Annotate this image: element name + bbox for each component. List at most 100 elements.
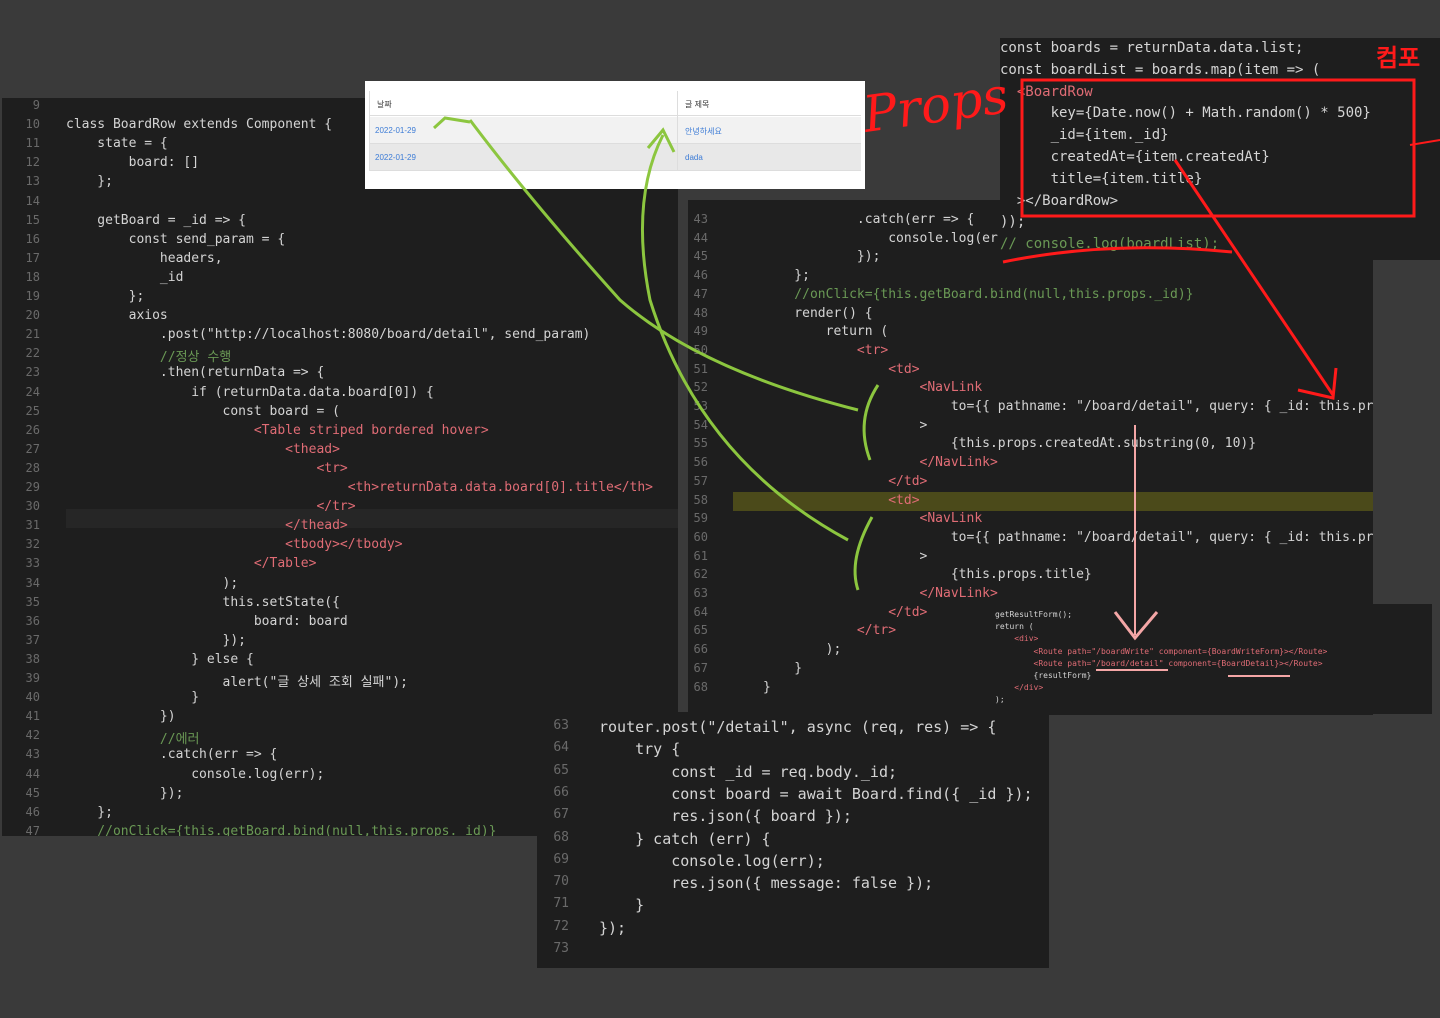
line-number: 29 — [25, 480, 40, 494]
table-row: 2022-01-29 dada — [369, 144, 861, 171]
line-number: 65 — [693, 623, 708, 638]
line-number: 63 — [693, 586, 708, 600]
line-number: 60 — [693, 529, 708, 544]
code-line: res.json({ message: false }); — [599, 874, 934, 893]
code-line: ); — [763, 642, 842, 658]
table-row-date-link[interactable]: 2022-01-29 — [375, 126, 416, 135]
green-brace-lower — [853, 516, 874, 591]
line-number: 58 — [693, 492, 708, 507]
code-line: <tbody></tbody> — [66, 537, 403, 553]
table-row: 2022-01-29 안녕하세요 — [369, 117, 861, 144]
code-line: axios — [66, 308, 168, 324]
code-line: key={Date.now() + Math.random() * 500} — [1000, 105, 1371, 122]
table-header-title: 글 제목 — [685, 100, 710, 109]
code-line: const boards = returnData.data.list; — [1000, 40, 1304, 56]
top-right-code-editor: const boards = returnData.data.list;cons… — [1000, 38, 1440, 260]
line-number: 63 — [553, 718, 569, 733]
code-line: </Table> — [66, 556, 317, 572]
code-line: const board = ( — [66, 403, 340, 419]
code-line: </div> — [995, 683, 1044, 693]
code-line: <Route path="/board/detail" component={B… — [995, 658, 1323, 668]
code-line: const board = await Board.find({ _id }); — [599, 784, 1033, 803]
line-number: 43 — [25, 747, 40, 762]
table-left-border — [369, 91, 370, 171]
line-number: 18 — [25, 269, 40, 284]
line-number: 73 — [553, 941, 569, 956]
code-line: class BoardRow extends Component { — [66, 117, 333, 133]
line-number: 54 — [693, 417, 708, 432]
code-line: router.post("/detail", async (req, res) … — [599, 718, 997, 736]
red-box-annotation — [1020, 78, 1416, 218]
line-number: 64 — [553, 740, 569, 756]
code-line: {this.props.createdAt.substring(0, 10)} — [763, 436, 1257, 452]
active-line-highlight — [66, 509, 678, 528]
line-number: 57 — [693, 473, 708, 488]
code-line: .post("http://localhost:8080/board/detai… — [66, 327, 591, 343]
line-number: 33 — [25, 556, 40, 571]
code-line: } — [763, 660, 803, 676]
code-line: headers, — [66, 250, 223, 266]
table-row-title-link[interactable]: 안녕하세요 — [685, 127, 722, 136]
code-line: .catch(err => { — [66, 747, 278, 763]
line-number: 64 — [693, 604, 708, 619]
code-line: return ( — [995, 622, 1034, 632]
code-line: <NavLink — [763, 380, 983, 396]
line-number: 27 — [25, 441, 40, 456]
line-number: 68 — [553, 829, 569, 845]
code-line: title={item.title} — [1000, 170, 1203, 187]
red-scribble-annotation — [1002, 246, 1233, 264]
line-number: 39 — [25, 671, 40, 685]
code-line: </NavLink> — [763, 586, 998, 601]
line-number: 67 — [553, 807, 569, 823]
line-number: 38 — [25, 651, 40, 666]
code-line: } catch (err) { — [599, 829, 771, 848]
korean-handwritten-label: 컴포 — [1376, 44, 1420, 72]
code-line: {resultForm} — [995, 671, 1092, 680]
code-line: .catch(err => { — [763, 212, 975, 227]
code-line: }); — [599, 918, 627, 937]
code-line: if (returnData.data.board[0]) { — [66, 384, 434, 400]
code-line: <td> — [763, 492, 920, 508]
table-row-title-link[interactable]: dada — [685, 153, 703, 162]
line-number: 51 — [693, 361, 708, 376]
code-line: //정상 수행 — [66, 350, 232, 366]
code-line: </td> — [763, 473, 928, 489]
table-row-date-link[interactable]: 2022-01-29 — [375, 153, 416, 162]
code-line: console.log(err); — [599, 851, 825, 870]
line-number: 70 — [553, 874, 569, 890]
green-brace-upper — [862, 384, 880, 461]
code-line: <NavLink — [763, 511, 983, 527]
code-line: //에러 — [66, 732, 200, 748]
red-arrow-annotation — [1173, 159, 1335, 396]
code-line: try { — [599, 740, 681, 759]
line-number: 66 — [693, 642, 708, 657]
code-line: <tr> — [763, 342, 889, 358]
code-line: alert("글 상세 조회 실패"); — [66, 675, 408, 690]
line-number: 49 — [693, 324, 708, 339]
line-number: 46 — [693, 268, 708, 283]
line-number: 16 — [25, 231, 40, 246]
line-number: 34 — [25, 575, 40, 590]
code-line: this.setState({ — [66, 594, 340, 610]
code-line: .then(returnData => { — [66, 365, 325, 381]
selected-line-highlight — [733, 492, 1373, 511]
line-number: 17 — [25, 250, 40, 265]
code-line: const send_param = { — [66, 231, 286, 247]
code-line: board: board — [66, 613, 348, 629]
code-line: } — [763, 679, 771, 695]
line-number: 10 — [25, 117, 40, 132]
route-snippet: getResultForm();return ( <div> <Route pa… — [990, 604, 1432, 714]
code-line: </tr> — [763, 623, 897, 639]
code-line: }); — [66, 785, 184, 801]
code-line: const _id = req.body._id; — [599, 762, 898, 781]
red-tick-annotation — [1409, 139, 1440, 146]
code-line: }; — [763, 268, 810, 284]
line-number: 44 — [693, 230, 708, 245]
line-number: 66 — [553, 784, 569, 800]
line-number: 12 — [25, 155, 40, 170]
line-number: 13 — [25, 174, 40, 189]
table-header-row: 날짜 글 제목 — [369, 91, 861, 116]
